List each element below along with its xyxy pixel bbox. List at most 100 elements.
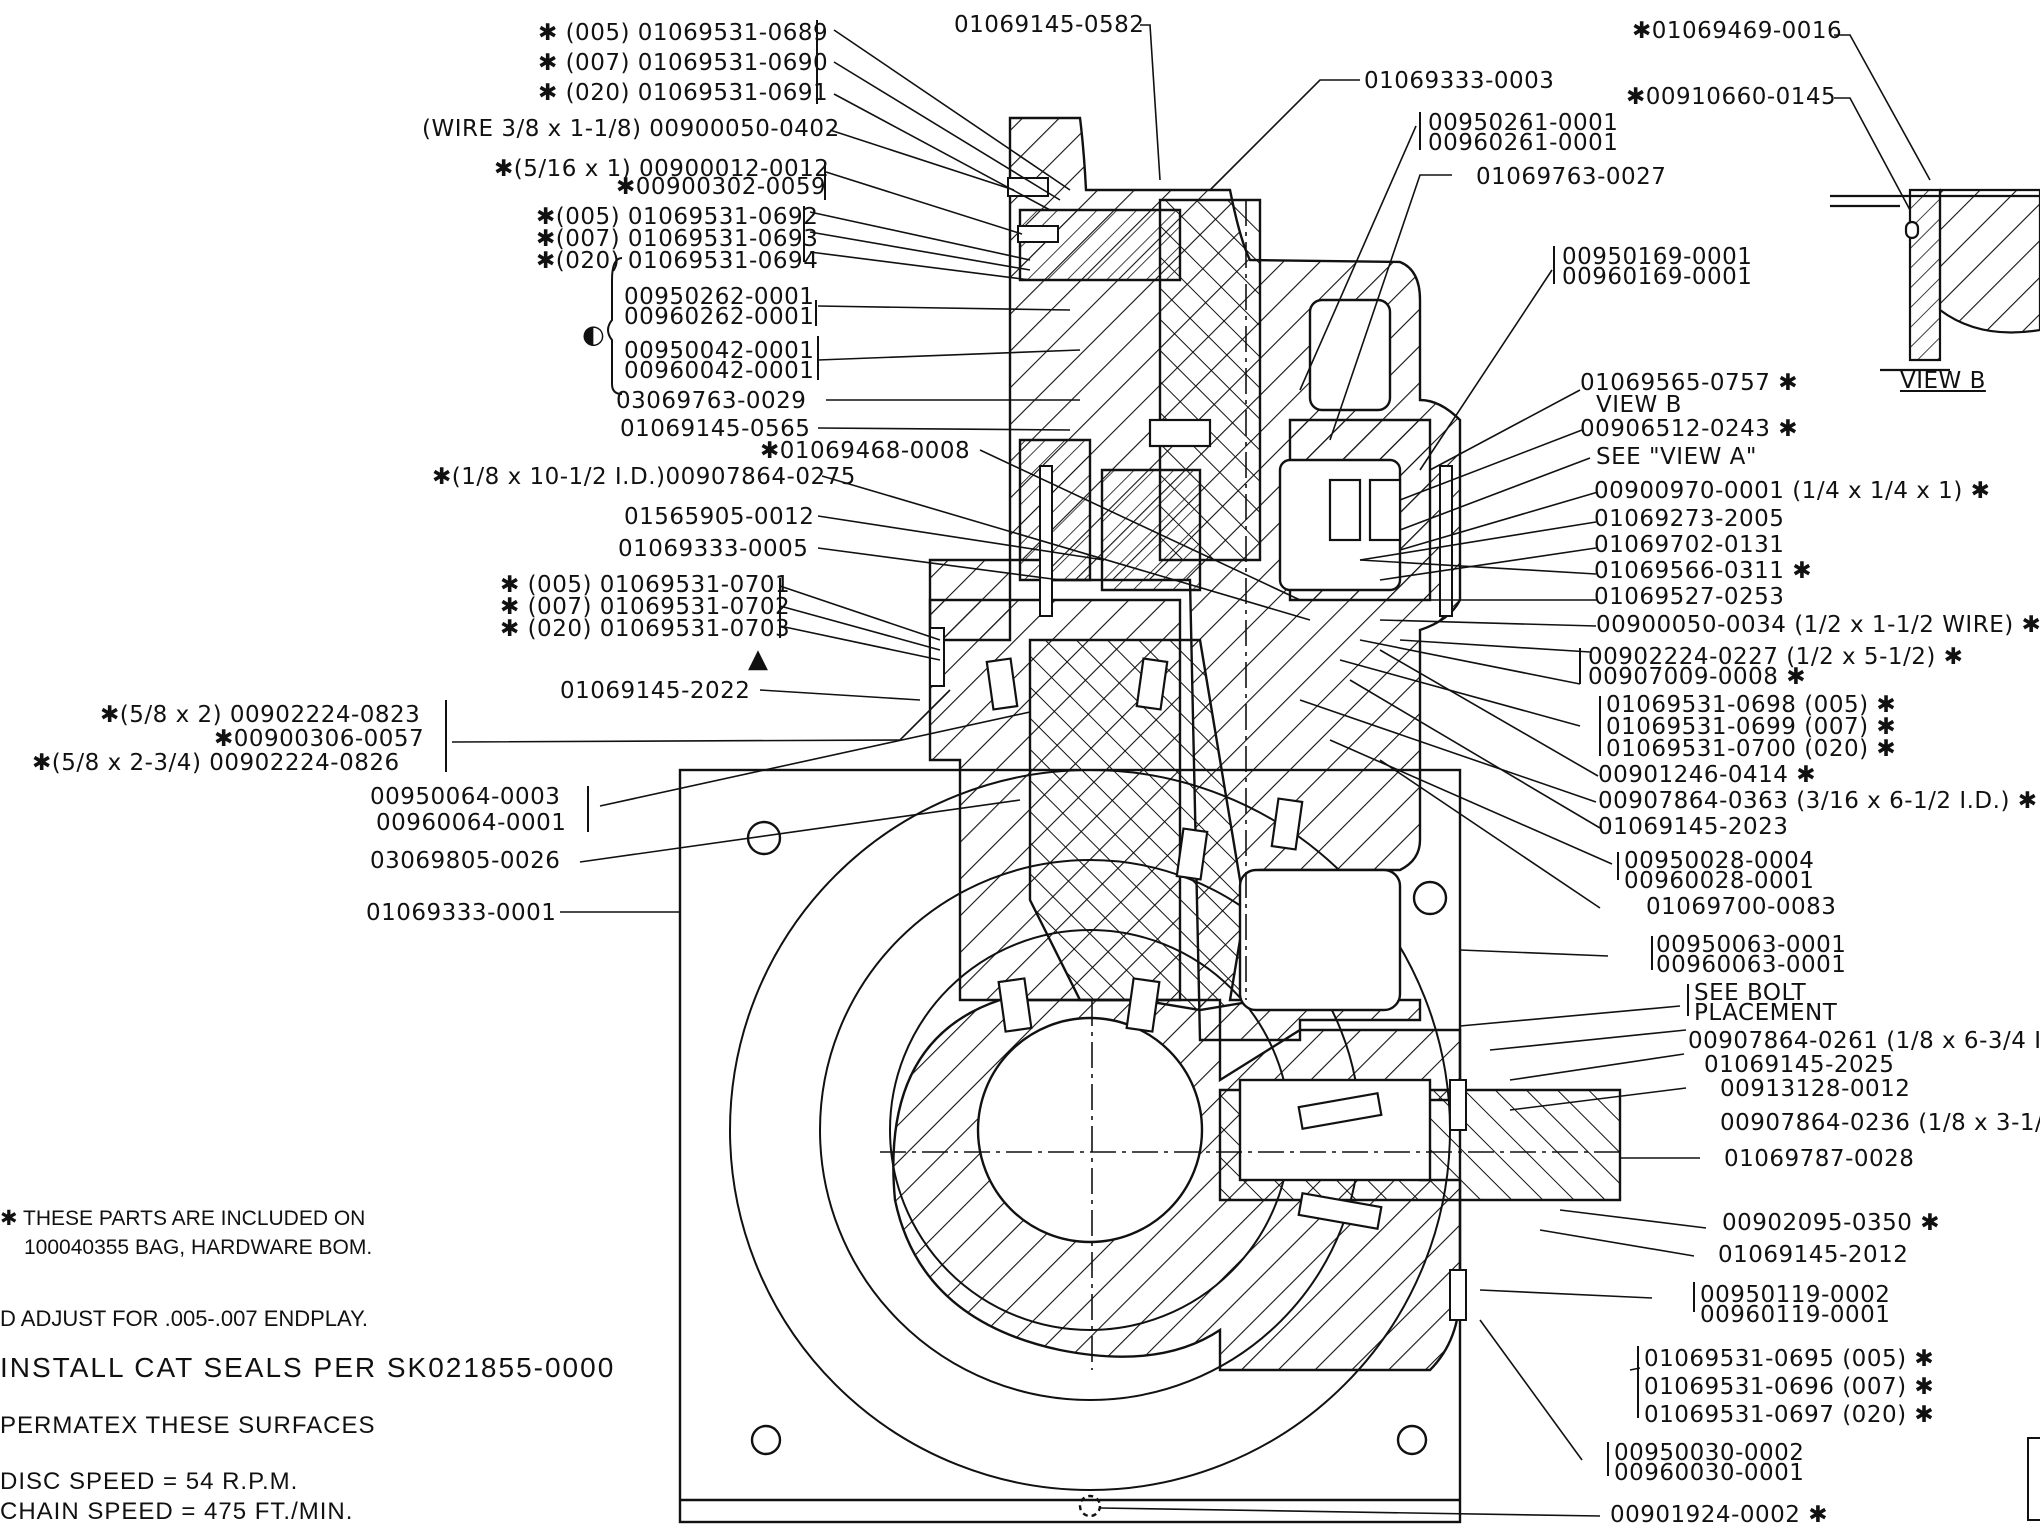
part-label-2005: 01069273-2005	[1594, 506, 1785, 532]
part-label-0414: 00901246-0414 ✱	[1598, 762, 1816, 788]
part-label-shim-005: ✱ (005) 01069531-0689	[538, 20, 829, 46]
part-label-bearing-cup-030: 00950030-0002	[1614, 1440, 1805, 1466]
note-hardware-bom-2: 100040355 BAG, HARDWARE BOM.	[24, 1236, 373, 1259]
part-label-0350: 00902095-0350 ✱	[1722, 1210, 1940, 1236]
part-label-washer-057: ✱00900306-0057	[214, 726, 425, 752]
mount-hole	[1078, 1494, 1102, 1518]
part-label-gear: 01565905-0012	[624, 504, 815, 530]
part-label-housing-0001: 01069333-0001	[366, 900, 557, 926]
seal-ring-top	[1018, 208, 1182, 282]
part-label-0243: 00906512-0243 ✱	[1580, 416, 1798, 442]
part-label-bearing-cup-261: 00950261-0001	[1428, 110, 1619, 136]
part-label-shim-007: ✱ (007) 01069531-0690	[538, 50, 829, 76]
mount-hole	[750, 1424, 782, 1456]
upper-cavity	[1308, 298, 1392, 412]
part-label-shim-694: ✱(020) 01069531-0694	[536, 248, 819, 274]
part-label-washer: ✱00900302-0059	[616, 174, 827, 200]
mount-hole	[1396, 1424, 1428, 1456]
part-label-shim-701: ✱ (005) 01069531-0701	[500, 572, 791, 598]
roller	[985, 657, 1019, 711]
part-label-seal-0016: ✱01069469-0016	[1632, 18, 1843, 44]
part-label-shim-692: ✱(005) 01069531-0692	[536, 204, 819, 230]
part-label-housing-0005: 01069333-0005	[618, 536, 809, 562]
bearing-cavity	[1238, 868, 1402, 1012]
note-chain-speed: CHAIN SPEED = 475 FT./MIN.	[0, 1498, 354, 1525]
part-label-2012: 01069145-2012	[1718, 1242, 1909, 1268]
part-label-bearing-cone-261: 00960261-0001	[1428, 130, 1619, 156]
part-label-spacer: 03069763-0029	[616, 388, 807, 414]
note-endplay: D ADJUST FOR .005-.007 ENDPLAY.	[0, 1306, 369, 1331]
part-label-bearing-cone-063: 00960063-0001	[1656, 952, 1847, 978]
part-label-shim-696: 01069531-0696 (007) ✱	[1644, 1374, 1935, 1400]
part-label-see-view-a: SEE "VIEW A"	[1596, 444, 1757, 470]
part-label-bearing-cup-063: 00950063-0001	[1656, 932, 1847, 958]
part-label-cap-0582: 01069145-0582	[954, 12, 1145, 38]
seal-ring-left	[1018, 438, 1092, 582]
part-label-2023: 01069145-2023	[1598, 814, 1789, 840]
note-disc-speed: DISC SPEED = 54 R.P.M.	[0, 1468, 299, 1495]
roller	[1328, 478, 1362, 542]
note-cat-seals: INSTALL CAT SEALS PER SK021855-0000	[0, 1352, 616, 1383]
part-label-pinion-0028: 01069787-0028	[1724, 1146, 1915, 1172]
part-label-oring-0236: 00907864-0236 (1/8 x 3-1/	[1720, 1110, 2040, 1136]
bolt	[1439, 465, 1453, 617]
roller	[1270, 797, 1304, 851]
part-label-bearing-cup-169: 00950169-0001	[1562, 244, 1753, 270]
part-label-shim-703: ✱ (020) 01069531-0703	[500, 616, 791, 642]
part-label-washer-0008: 00907009-0008 ✱	[1588, 664, 1806, 690]
part-label-shim-700: 01069531-0700 (020) ✱	[1606, 736, 1897, 762]
part-label-bearing-cone-030: 00960030-0001	[1614, 1460, 1805, 1486]
part-label-shim-697: 01069531-0697 (020) ✱	[1644, 1402, 1935, 1428]
roller	[1125, 977, 1161, 1033]
part-label-view-b-ref: VIEW B	[1596, 392, 1682, 418]
part-label-shim-695: 01069531-0695 (005) ✱	[1644, 1346, 1935, 1372]
part-label-wire-0034: 00900050-0034 (1/2 x 1-1/2 WIRE) ✱	[1596, 612, 2040, 638]
part-label-bearing-cone-028: 00960028-0001	[1624, 868, 1815, 894]
part-label-bolt-0227: 00902224-0227 (1/2 x 5-1/2) ✱	[1588, 644, 1964, 670]
part-label-shim-702: ✱ (007) 01069531-0702	[500, 594, 791, 620]
part-label-bearing-cone-064: 00960064-0001	[376, 810, 567, 836]
part-label-bearing-cone-2: 00960042-0001	[624, 358, 815, 384]
roller	[1135, 657, 1169, 711]
part-label-shaft: 03069805-0026	[370, 848, 561, 874]
roller	[1368, 478, 1402, 542]
part-label-oring-0363: 00907864-0363 (3/16 x 6-1/2 I.D.) ✱	[1598, 788, 2038, 814]
part-label-oring-0261: 00907864-0261 (1/8 x 6-3/4 I.	[1688, 1028, 2040, 1054]
note-permatex: PERMATEX THESE SURFACES	[0, 1412, 376, 1439]
part-label-plug-0002: 00901924-0002 ✱	[1610, 1502, 1828, 1528]
part-label-0253: 01069527-0253	[1594, 584, 1785, 610]
mount-hole	[1412, 880, 1448, 916]
part-label-bearing-cup-028: 00950028-0004	[1624, 848, 1815, 874]
roller	[1175, 827, 1209, 881]
part-label-2025: 01069145-2025	[1704, 1052, 1895, 1078]
part-label-bearing-cup: 00950262-0001	[624, 284, 815, 310]
part-label-bearing-cone-119: 00960119-0001	[1700, 1302, 1891, 1328]
bolt	[929, 627, 945, 687]
part-label-oring-275: ✱(1/8 x 10-1/2 I.D.)00907864-0275	[432, 464, 856, 490]
view-b-caption: VIEW B	[1900, 368, 1986, 394]
part-label-oring-0145: ✱00910660-0145	[1626, 84, 1837, 110]
bolt	[1449, 1079, 1467, 1131]
note-hardware-bom-1: ✱ THESE PARTS ARE INCLUDED ON	[0, 1207, 366, 1230]
shaft-bore	[976, 1016, 1204, 1244]
part-label-cap: 01069145-0565	[620, 416, 811, 442]
part-label-bolt-823: ✱(5/8 x 2) 00902224-0823	[100, 702, 421, 728]
part-label-bearing-cup-2: 00950042-0001	[624, 338, 815, 364]
part-label-shim-693: ✱(007) 01069531-0693	[536, 226, 819, 252]
part-label-bolt: ✱(5/16 x 1) 00900012-0012	[494, 156, 830, 182]
roller	[1297, 1191, 1383, 1231]
part-label-bearing-cone-169: 00960169-0001	[1562, 264, 1753, 290]
part-label-spacer-0027: 01069763-0027	[1476, 164, 1667, 190]
bolt	[1017, 225, 1059, 243]
part-label-shim-698: 01069531-0698 (005) ✱	[1606, 692, 1897, 718]
part-label-shim-699: 01069531-0699 (007) ✱	[1606, 714, 1897, 740]
part-label-bearing-cup-064: 00950064-0003	[370, 784, 561, 810]
view-b-detail	[1830, 188, 2040, 372]
roller	[1297, 1091, 1383, 1131]
part-label-bolt-826: ✱(5/8 x 2-3/4) 00902224-0826	[32, 750, 400, 776]
gear-shaft	[1028, 638, 1262, 1012]
part-label-placement: PLACEMENT	[1694, 1000, 1838, 1026]
part-label-0757: 01069565-0757 ✱	[1580, 370, 1798, 396]
part-label-0083: 01069700-0083	[1646, 894, 1837, 920]
